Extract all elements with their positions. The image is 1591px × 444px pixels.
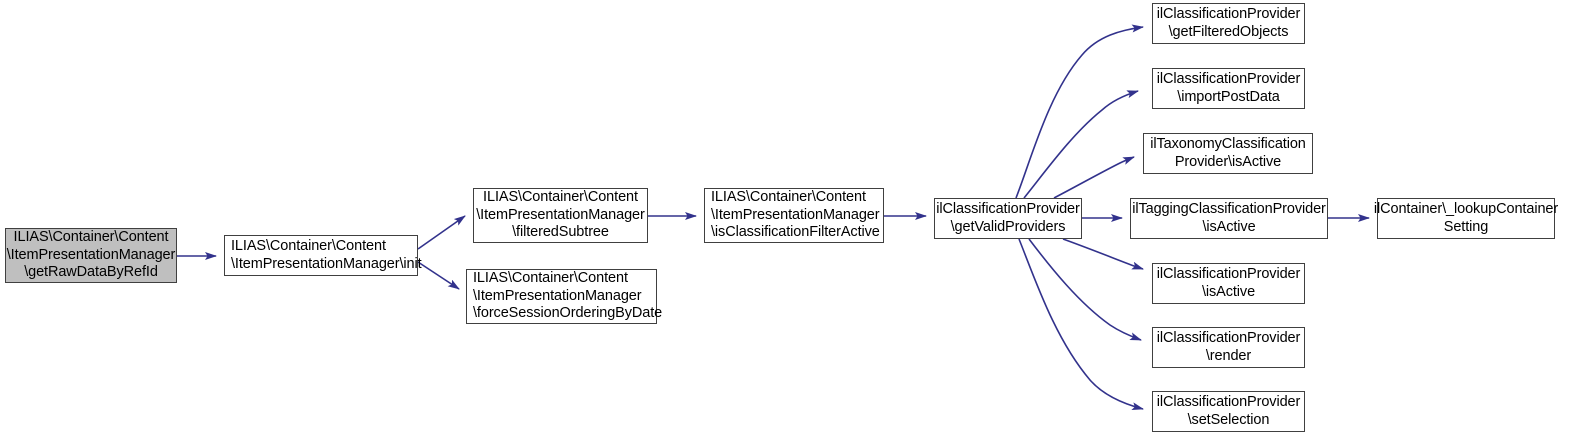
node-label-line: \getValidProviders — [950, 218, 1066, 235]
edge-n5-to-n7 — [1023, 90, 1139, 199]
graph-node-n7[interactable]: ilClassificationProvider\importPostData — [1152, 68, 1305, 109]
node-label-line: ilClassificationProvider — [1156, 330, 1301, 347]
node-label-line: ilClassificationProvider — [1156, 71, 1301, 88]
graph-node-n1[interactable]: ILIAS\Container\Content\ItemPresentation… — [224, 235, 422, 276]
node-label-line: ilTaggingClassificationProvider — [1132, 201, 1326, 218]
graph-node-n0[interactable]: ILIAS\Container\Content\ItemPresentation… — [5, 228, 177, 283]
node-label-line: ILIAS\Container\Content — [711, 189, 866, 206]
node-label-line: \setSelection — [1187, 411, 1270, 428]
node-label-line: ilClassificationProvider — [1156, 6, 1301, 23]
node-label-line: ilContainer\_lookupContainer — [1373, 201, 1559, 218]
node-label-line: \isActive — [1201, 283, 1256, 300]
graph-node-n12[interactable]: ilClassificationProvider\setSelection — [1152, 391, 1305, 432]
node-label-line: \ItemPresentationManager — [473, 287, 642, 304]
edge-n1-to-n3 — [417, 261, 460, 290]
edge-n5-to-n11 — [1028, 238, 1142, 341]
edge-n5-to-n8 — [1053, 156, 1135, 199]
node-label-line: ILIAS\Container\Content — [483, 189, 638, 206]
node-label-line: \ItemPresentationManager — [711, 206, 880, 223]
graph-node-n2[interactable]: ILIAS\Container\Content\ItemPresentation… — [473, 188, 648, 243]
graph-node-n10[interactable]: ilClassificationProvider\isActive — [1152, 263, 1305, 304]
node-label-line: \ItemPresentationManager — [476, 206, 645, 223]
graph-node-n6[interactable]: ilClassificationProvider\getFilteredObje… — [1152, 3, 1305, 44]
edge-n5-to-n12 — [1018, 238, 1144, 411]
node-label-line: Provider\isActive — [1174, 153, 1282, 170]
node-label-line: \isActive — [1202, 218, 1256, 235]
graph-node-n4[interactable]: ILIAS\Container\Content\ItemPresentation… — [704, 188, 884, 243]
node-label-line: \isClassificationFilterActive — [711, 224, 880, 241]
node-label-line: ILIAS\Container\Content — [473, 270, 628, 287]
node-label-line: \ItemPresentationManager\init — [231, 255, 422, 272]
node-label-line: \getFilteredObjects — [1168, 23, 1289, 40]
node-label-line: ilTaxonomyClassification — [1150, 136, 1306, 153]
node-label-line: ilClassificationProvider — [1156, 266, 1301, 283]
node-label-line: ilClassificationProvider — [1156, 394, 1301, 411]
node-label-line: \render — [1205, 347, 1252, 364]
edge-n1-to-n2 — [417, 215, 466, 250]
node-label-line: Setting — [1443, 218, 1489, 235]
node-label-line: \importPostData — [1177, 88, 1280, 105]
edge-n5-to-n10 — [1062, 238, 1144, 270]
graph-node-n11[interactable]: ilClassificationProvider\render — [1152, 327, 1305, 368]
node-label-line: ilClassificationProvider — [936, 201, 1080, 218]
node-label-line: ILIAS\Container\Content — [13, 229, 169, 246]
node-label-line: ILIAS\Container\Content — [231, 238, 386, 255]
node-label-line: \getRawDataByRefId — [24, 264, 158, 281]
graph-node-n5[interactable]: ilClassificationProvider\getValidProvide… — [934, 198, 1082, 239]
graph-node-n9[interactable]: ilTaggingClassificationProvider\isActive — [1130, 198, 1328, 239]
graph-node-n3[interactable]: ILIAS\Container\Content\ItemPresentation… — [466, 269, 662, 324]
node-label-line: \forceSessionOrderingByDate — [473, 305, 663, 322]
edge-n5-to-n6 — [1015, 24, 1144, 199]
node-label-line: \ItemPresentationManager — [6, 246, 176, 263]
node-label-line: \filteredSubtree — [512, 224, 609, 241]
